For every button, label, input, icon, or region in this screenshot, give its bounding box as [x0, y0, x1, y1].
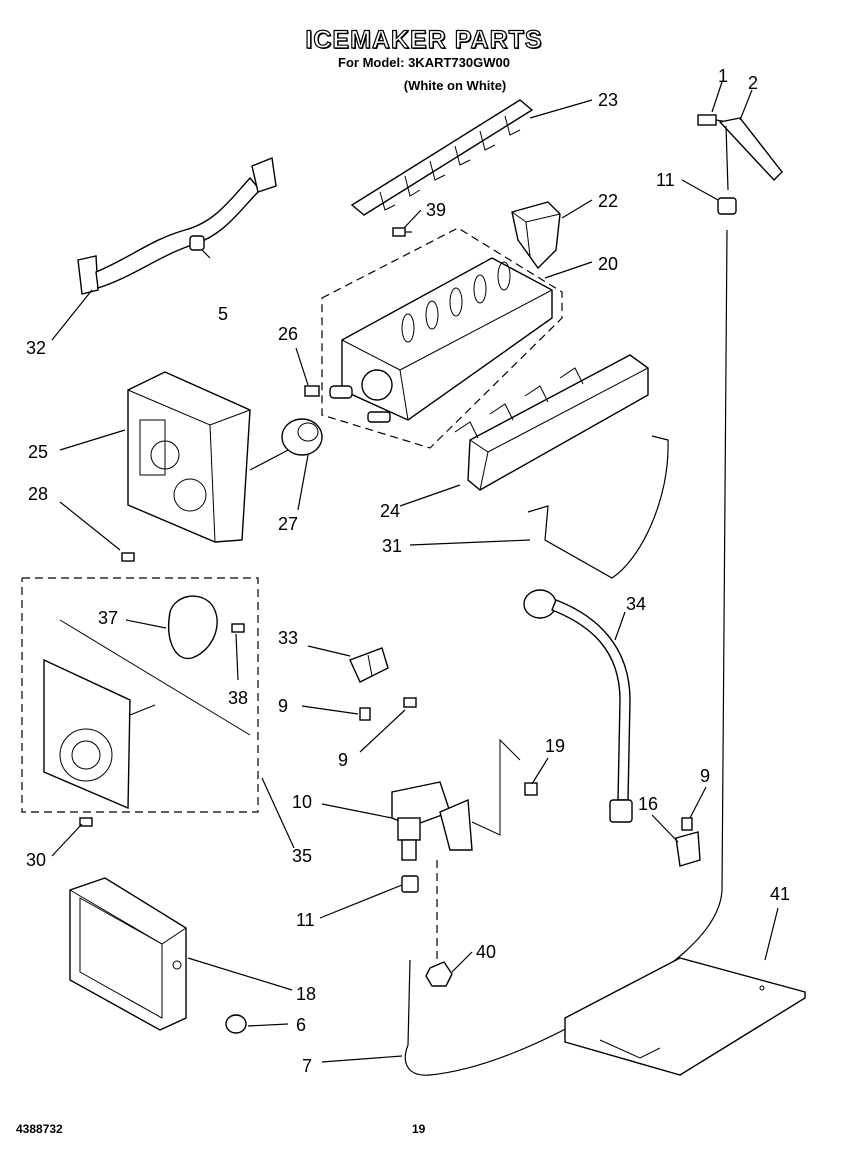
- callout-18: 18: [296, 984, 316, 1004]
- callout-34: 34: [626, 594, 646, 614]
- callout-22: 22: [598, 191, 618, 211]
- callout-28: 28: [28, 484, 48, 504]
- part-32-wire-harness: [77, 157, 277, 295]
- callout-24: 24: [380, 501, 400, 521]
- part-24-stripper-bar: [454, 354, 649, 491]
- callout-33: 33: [278, 628, 298, 648]
- callout-26: 26: [278, 324, 298, 344]
- part-10-water-valve: [391, 738, 538, 861]
- callout-32: 32: [26, 338, 46, 358]
- page-title: ICEMAKER PARTS: [305, 25, 543, 54]
- part-26-clip: [304, 385, 320, 397]
- callout-27: 27: [278, 514, 298, 534]
- callout-40: 40: [476, 942, 496, 962]
- part-9-screws: [359, 697, 417, 721]
- color-variant: (White on White): [403, 78, 507, 93]
- part-6-plug: [225, 1014, 247, 1034]
- callout-30: 30: [26, 850, 46, 870]
- callout-20: 20: [598, 254, 618, 274]
- callout-9-left: 9: [278, 696, 288, 716]
- part-5-clamp: [189, 235, 205, 251]
- document-number: 4388732: [16, 1122, 63, 1136]
- callout-39: 39: [426, 200, 446, 220]
- model-line: For Model: 3KART730GW00: [338, 55, 510, 70]
- callout-7: 7: [302, 1056, 312, 1076]
- callout-9-mid: 9: [338, 750, 348, 770]
- callout-23: 23: [598, 90, 618, 110]
- part-16-hose-clip: [675, 817, 701, 867]
- part-18-cover: [69, 877, 187, 1031]
- part-20-ice-mold: [321, 227, 563, 449]
- part-27-motor: [281, 418, 323, 456]
- callout-9-right: 9: [700, 766, 710, 786]
- callout-11-bottom: 11: [296, 910, 315, 930]
- part-33-bracket: [349, 647, 389, 683]
- callout-25: 25: [28, 442, 48, 462]
- page-number: 19: [412, 1122, 426, 1136]
- part-11-nut-and-tube: [404, 197, 737, 1076]
- callout-10: 10: [292, 792, 312, 812]
- callout-35: 35: [292, 846, 312, 866]
- callout-6: 6: [296, 1015, 306, 1035]
- screws-28-30-38: [79, 552, 245, 827]
- part-25-control-housing: [127, 371, 293, 543]
- callout-11-top: 11: [656, 170, 675, 190]
- part-41-mounting-plate: [564, 957, 806, 1076]
- part-34-inlet-hose: [523, 589, 633, 823]
- part-22-fill-cup: [511, 201, 561, 270]
- part-35-module-assembly: [21, 577, 259, 813]
- callout-41: 41: [770, 884, 790, 904]
- callout-16: 16: [638, 794, 658, 814]
- part-11-40-nuts: [401, 860, 453, 987]
- callout-5: 5: [218, 304, 228, 324]
- callout-38: 38: [228, 688, 248, 708]
- callout-labels: 23 22 20 39 1 2 11 5 32 26 25 27 28 24 3…: [26, 66, 790, 1076]
- callout-2: 2: [748, 73, 758, 93]
- part-23-stripper: [350, 99, 534, 216]
- part-31-shutoff-arm: [527, 435, 669, 579]
- callout-leaders: [51, 81, 779, 1063]
- part-37-motor: [168, 595, 218, 660]
- callout-37: 37: [98, 608, 118, 628]
- part-1-2-fill-tube: [697, 114, 783, 191]
- callout-1: 1: [718, 66, 728, 86]
- callout-31: 31: [382, 536, 402, 556]
- callout-19: 19: [545, 736, 565, 756]
- part-39-screw: [392, 227, 412, 237]
